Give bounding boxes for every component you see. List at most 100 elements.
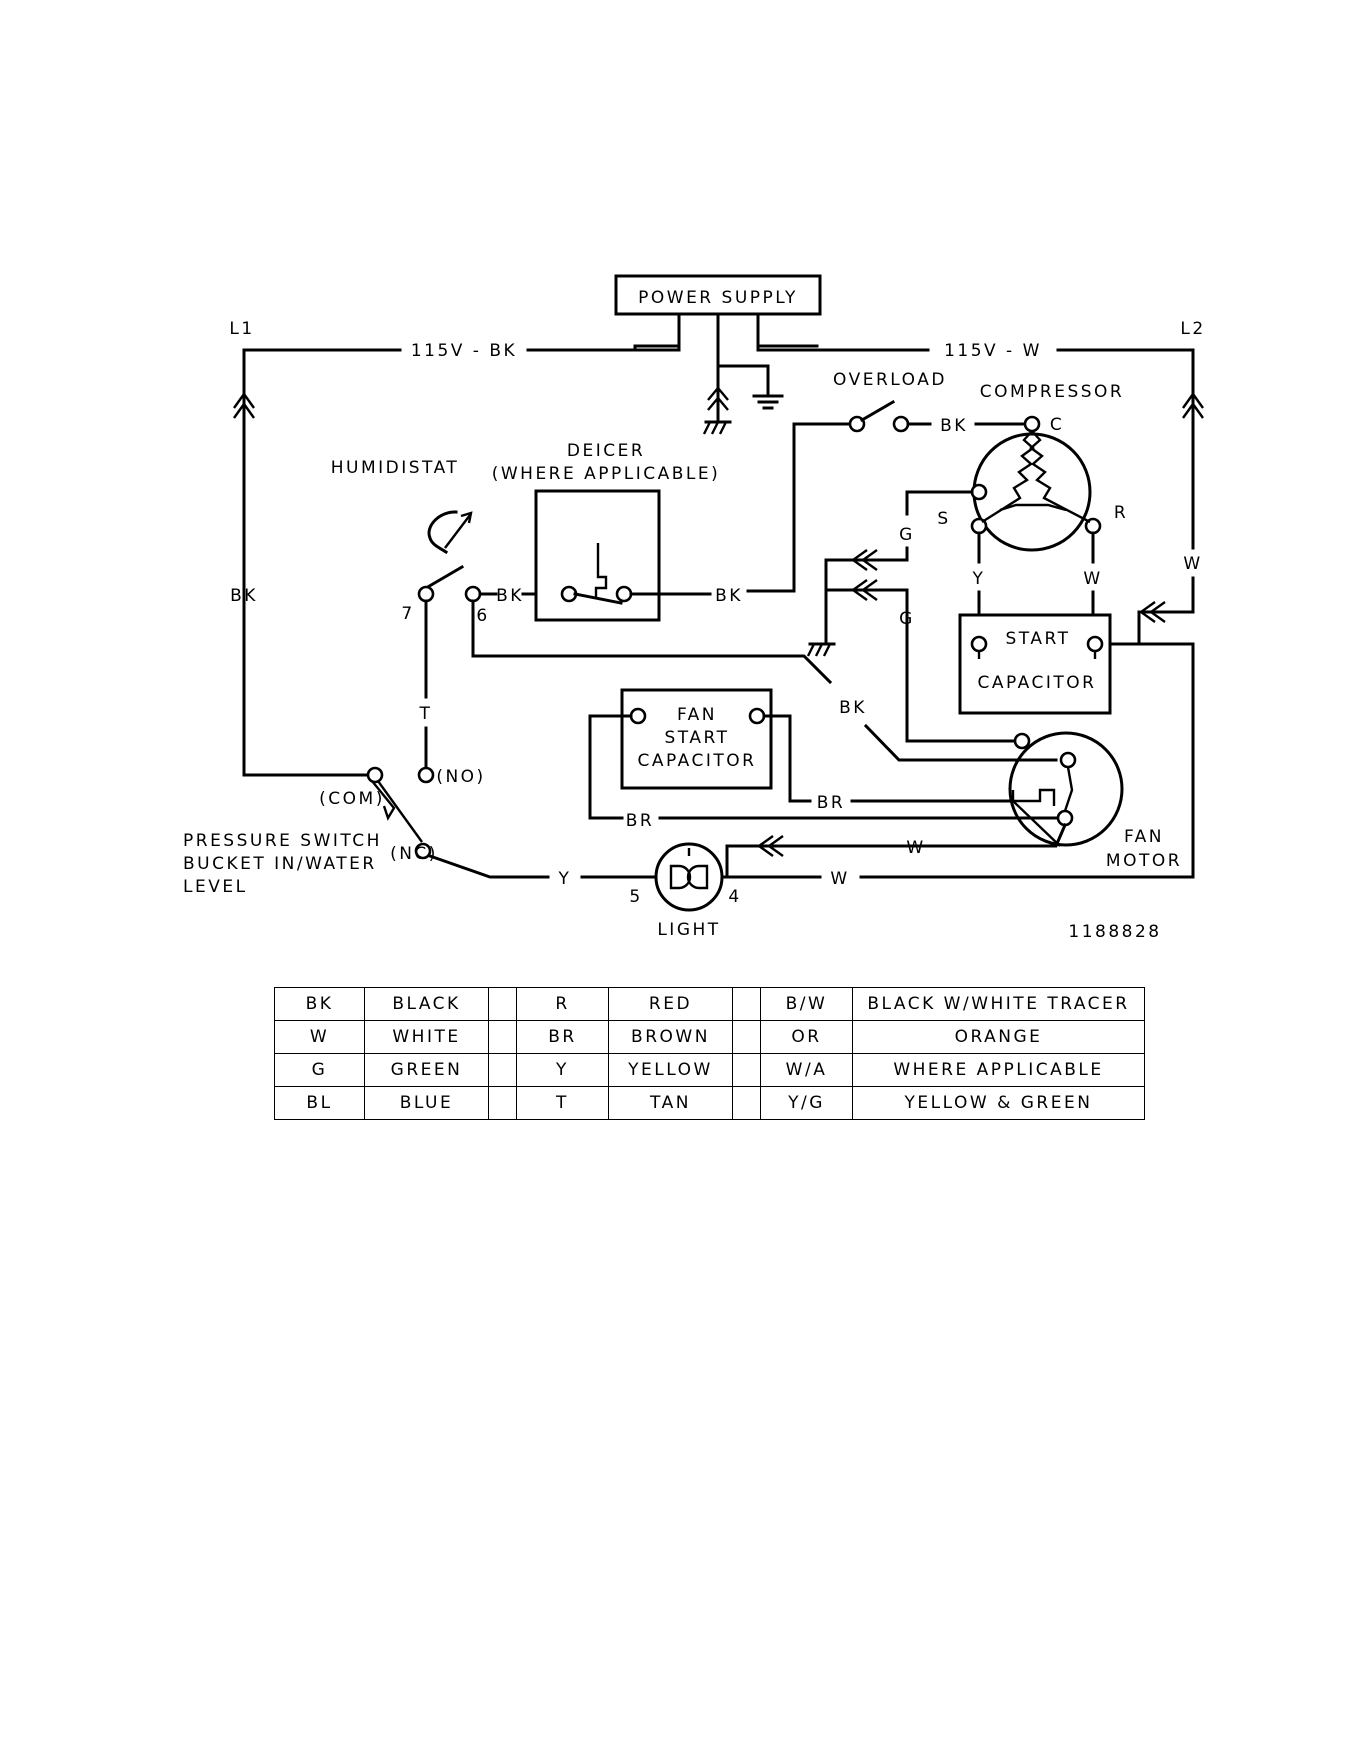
- legend-code: R: [516, 987, 609, 1021]
- humidistat-sensor-icon: [427, 510, 458, 555]
- ground-plug-arrow-icon-1b: [860, 549, 878, 571]
- fan-bk-label: BK: [839, 698, 867, 718]
- legend-gap: [732, 987, 761, 1021]
- compressor-c-label: C: [1050, 415, 1064, 435]
- l1-bk-label: BK: [230, 586, 258, 606]
- pin-7-label: 7: [401, 604, 414, 624]
- chassis-ground-hatch-1: [702, 421, 712, 435]
- legend-code: G: [274, 1053, 365, 1087]
- deicer-label-2: (WHERE APPLICABLE): [492, 464, 721, 484]
- legend-gap: [488, 1020, 517, 1054]
- fan-motor-label-1: FAN: [1124, 827, 1164, 847]
- start-capacitor-label-1: START: [1006, 629, 1071, 649]
- fan-motor-terminal-br: [1056, 809, 1074, 827]
- overload-terminal-left: [848, 415, 866, 433]
- pressure-switch-nc-terminal: [414, 842, 432, 860]
- pin-6-label: 6: [476, 606, 489, 626]
- fan-motor-winding: [1063, 766, 1074, 812]
- pressure-switch-blade: [377, 780, 423, 843]
- overload-feed-wire: [746, 422, 857, 593]
- legend-color: YELLOW & GREEN: [852, 1086, 1145, 1120]
- fan-br-label-left: BR: [626, 811, 654, 831]
- power-supply-label: POWER SUPPLY: [638, 288, 798, 308]
- l2-label: L2: [1180, 319, 1205, 339]
- legend-color: GREEN: [364, 1053, 489, 1087]
- compressor-label: COMPRESSOR: [980, 382, 1125, 402]
- compressor-r-label: R: [1114, 503, 1128, 523]
- deicer-label-1: DEICER: [567, 441, 645, 461]
- chassis-ground-hatch-3: [718, 421, 728, 435]
- compressor-winding-r: [1029, 430, 1091, 524]
- l1-label: L1: [229, 319, 254, 339]
- legend-color: ORANGE: [852, 1020, 1145, 1054]
- chassis-ground-hatch-2: [710, 421, 720, 435]
- compressor-w-label: W: [1083, 569, 1102, 589]
- l1-arrow-icon-2: [233, 401, 255, 419]
- legend-gap: [488, 1053, 517, 1087]
- deicer-switch-blade: [573, 592, 623, 605]
- legend-gap: [488, 1086, 517, 1120]
- light-plug-arrow-icon-2: [766, 835, 784, 857]
- compressor-winding-s: [981, 430, 1035, 524]
- light-y-wire-left: [428, 854, 550, 879]
- humidistat-terminal-7: [417, 585, 435, 603]
- compressor-terminal-c: [1023, 415, 1041, 433]
- legend-code: OR: [760, 1020, 853, 1054]
- ground-plug-arrow-icon-2b: [860, 579, 878, 601]
- plug-chevron-icon: [707, 386, 729, 401]
- t-wire-label: T: [419, 704, 433, 724]
- l1-wire-label: 115V - BK: [411, 341, 517, 361]
- drawing-number: 1188828: [1068, 922, 1161, 942]
- compressor-winding-link: [999, 503, 1067, 512]
- fan-bk-wire-lower: [863, 723, 1058, 762]
- fan-motor-switch-icon: [1011, 788, 1056, 806]
- pressure-switch-float-icon: [371, 780, 396, 821]
- light-w-label: W: [830, 869, 849, 889]
- compressor-s-label: S: [937, 509, 950, 529]
- fan-br-label-right: BR: [817, 793, 845, 813]
- fan-capacitor-label-1: FAN: [677, 705, 717, 725]
- fan-capacitor-terminal-right: [748, 707, 766, 725]
- fan-g-label: G: [899, 609, 915, 629]
- fan-motor-body: [1008, 731, 1124, 847]
- legend-code: BR: [516, 1020, 609, 1054]
- legend-color: BROWN: [608, 1020, 733, 1054]
- power-l2-lead: [756, 312, 819, 348]
- start-capacitor-terminal-left: [970, 635, 988, 653]
- legend-code: T: [516, 1086, 609, 1120]
- compressor-g-to-ground: [853, 546, 909, 562]
- pin-5-label: 5: [629, 887, 642, 907]
- compressor-body: [972, 432, 1092, 552]
- legend-color: WHITE: [364, 1020, 489, 1054]
- overload-switch-blade: [859, 399, 896, 423]
- power-ground-branch: [716, 364, 770, 398]
- legend-gap: [732, 1053, 761, 1087]
- overload-bk-label: BK: [940, 416, 968, 436]
- legend-code: Y/G: [760, 1086, 853, 1120]
- legend-gap: [488, 987, 517, 1021]
- fan-motor-link: [1012, 800, 1061, 847]
- fan-motor-label-2: MOTOR: [1106, 851, 1182, 871]
- legend-code: BK: [274, 987, 365, 1021]
- l2-arrow-icon: [1182, 391, 1204, 409]
- light-w-upper-wire: [725, 844, 899, 879]
- fan-capacitor-label-2: START: [665, 728, 730, 748]
- humidistat-adjust-arrow-icon: [444, 514, 471, 549]
- fan-start-capacitor-box: [620, 688, 773, 790]
- light-socket-left-icon: [669, 864, 692, 890]
- start-capacitor-box: [958, 613, 1112, 715]
- fan-br-wire-left: [588, 714, 633, 820]
- legend-color: BLACK: [364, 987, 489, 1021]
- l2-return-wire: [859, 642, 1195, 879]
- fan-capacitor-label-3: CAPACITOR: [638, 751, 757, 771]
- light-socket-right-icon: [686, 864, 709, 890]
- pressure-switch-no-terminal: [417, 766, 435, 784]
- start-capacitor-terminal-right: [1086, 635, 1104, 653]
- start-capacitor-label-2: CAPACITOR: [978, 673, 1097, 693]
- legend-code: B/W: [760, 987, 853, 1021]
- fan-capacitor-terminal-left: [629, 707, 647, 725]
